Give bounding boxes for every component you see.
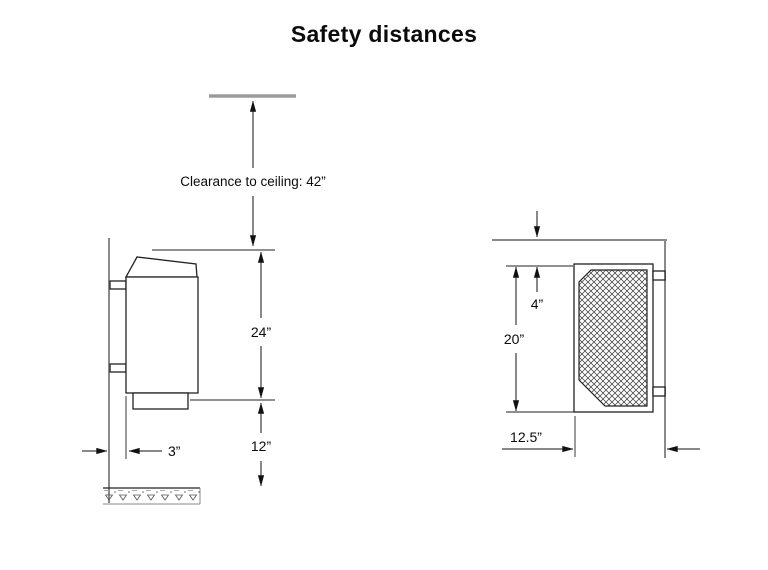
floor-clearance-label: 12”	[251, 438, 272, 454]
depth-dimension: 20”	[504, 266, 525, 412]
top-view: 4” 20” 12.5”	[492, 211, 700, 458]
heater-base	[132, 392, 189, 410]
heater-top-hatch	[578, 269, 648, 407]
height-dimension: 24”	[251, 251, 272, 399]
mount-bracket-bottom	[109, 363, 127, 373]
height-label: 24”	[251, 324, 272, 340]
heater-lid	[124, 256, 198, 278]
depth-label: 20”	[504, 331, 525, 347]
heater-top	[573, 263, 666, 413]
wall-clearance-label: 3”	[168, 443, 181, 459]
clearance-label: Clearance to ceiling: 42”	[180, 174, 326, 189]
wall-gap-dimension: 4”	[531, 211, 544, 312]
heater-side	[109, 256, 199, 410]
mount-bracket-right-top	[652, 270, 666, 281]
heater-body	[125, 276, 199, 394]
wall-gap-label: 4”	[531, 296, 544, 312]
clearance-dimension: Clearance to ceiling: 42”	[180, 100, 326, 247]
floor-hatch	[103, 487, 201, 505]
side-view: Clearance to ceiling: 42” 24” 12” 3”	[82, 94, 326, 505]
mount-bracket-top	[109, 280, 127, 290]
floor-clearance-dimension: 12”	[251, 402, 272, 487]
side-clearance-dimension: 12.5”	[502, 429, 700, 453]
page-title: Safety distances	[290, 21, 478, 47]
side-clearance-label: 12.5”	[510, 429, 542, 445]
mount-bracket-right-bottom	[652, 386, 666, 397]
wall-clearance-dimension: 3”	[82, 443, 181, 459]
